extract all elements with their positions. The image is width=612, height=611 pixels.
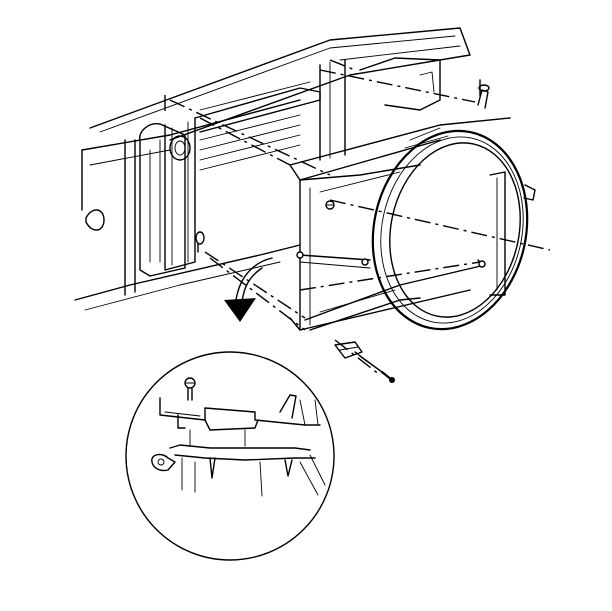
bolt-icon (184, 377, 196, 401)
fan-shroud (289, 79, 536, 331)
callout-arrow (224, 257, 273, 322)
arrow-icon (224, 298, 256, 322)
detail-inset (125, 351, 335, 561)
clip-icon (151, 453, 176, 472)
alignment-lines (164, 59, 551, 376)
radiator-support-frame (74, 27, 471, 311)
lower-mount-hardware (334, 341, 395, 383)
